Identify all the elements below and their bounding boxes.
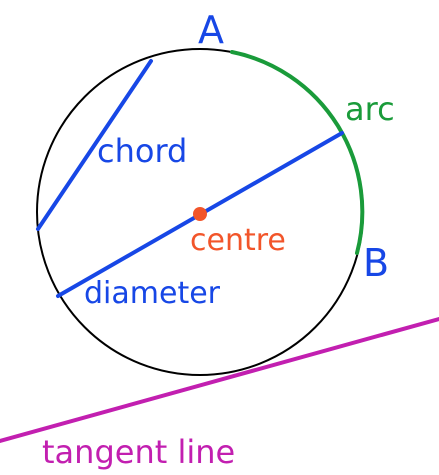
chord-label: chord: [97, 132, 187, 170]
point-a-label: A: [198, 8, 224, 52]
point-b-label: B: [363, 241, 389, 285]
diameter-label: diameter: [84, 276, 221, 311]
tangent-line: [0, 317, 439, 443]
arc-segment: [230, 50, 365, 255]
chord-line: [36, 59, 153, 231]
arc-label: arc: [345, 90, 395, 128]
tangent-label: tangent line: [42, 433, 235, 471]
centre-label: centre: [190, 223, 286, 258]
centre-point: [193, 207, 207, 221]
